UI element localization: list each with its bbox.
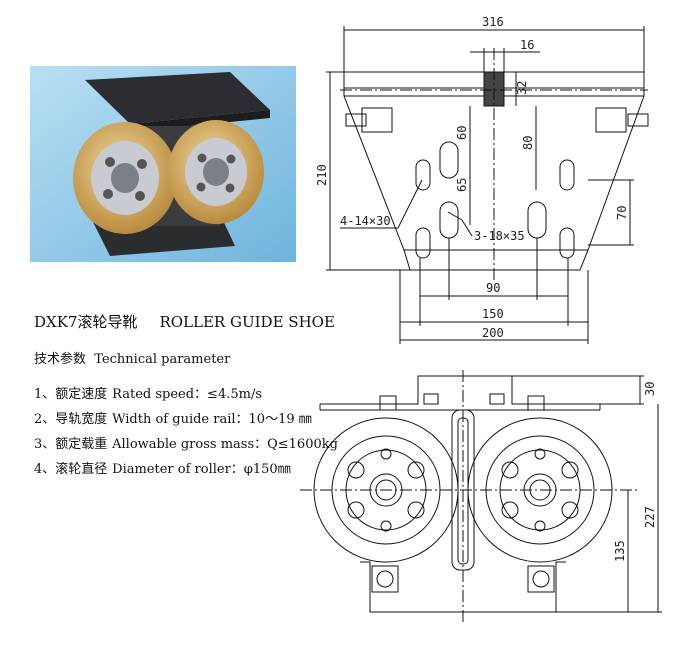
- dim-32: 32: [515, 81, 529, 95]
- dim-316: 316: [482, 15, 504, 29]
- dim-30: 30: [643, 382, 657, 396]
- dim-60: 60: [455, 126, 469, 140]
- holes-label-b: 3-18×35: [474, 229, 525, 243]
- dim-227: 227: [643, 506, 657, 528]
- dim-65: 65: [455, 178, 469, 192]
- dim-16: 16: [520, 38, 534, 52]
- param-row: 1、额定速度 Rated speed：≤4.5m/s: [34, 383, 262, 402]
- model-cn: DXK7滚轮导靴: [34, 313, 138, 331]
- param-en: Rated speed：≤4.5m/s: [112, 387, 262, 402]
- param-row: 2、导轨宽度 Width of guide rail：10～19 ㎜: [34, 408, 312, 427]
- param-en: Allowable gross mass：Q≤1600kg: [112, 437, 338, 452]
- param-row: 3、额定载重 Allowable gross mass：Q≤1600kg: [34, 433, 338, 452]
- dim-80: 80: [521, 136, 535, 150]
- param-cn: 3、额定载重: [34, 437, 108, 452]
- param-en: Width of guide rail：10～19 ㎜: [112, 412, 312, 427]
- dim-70: 70: [615, 206, 629, 220]
- product-title: DXK7滚轮导靴 ROLLER GUIDE SHOE: [34, 311, 335, 332]
- dim-200: 200: [482, 326, 504, 340]
- dim-210: 210: [315, 164, 329, 186]
- param-row: 4、滚轮直径 Diameter of roller：φ150㎜: [34, 458, 291, 477]
- params-header-en: Technical parameter: [94, 352, 231, 367]
- product-name-en: ROLLER GUIDE SHOE: [159, 313, 335, 331]
- params-header-cn: 技术参数: [34, 352, 87, 367]
- param-cn: 4、滚轮直径: [34, 462, 108, 477]
- dim-135: 135: [613, 540, 627, 562]
- param-en: Diameter of roller：φ150㎜: [112, 462, 291, 477]
- holes-label-a: 4-14×30: [340, 214, 391, 228]
- product-photo: [30, 66, 296, 262]
- dim-90: 90: [486, 281, 500, 295]
- param-cn: 2、导轨宽度: [34, 412, 108, 427]
- param-cn: 1、额定速度: [34, 387, 108, 402]
- dim-150: 150: [482, 307, 504, 321]
- params-header: 技术参数 Technical parameter: [34, 348, 230, 367]
